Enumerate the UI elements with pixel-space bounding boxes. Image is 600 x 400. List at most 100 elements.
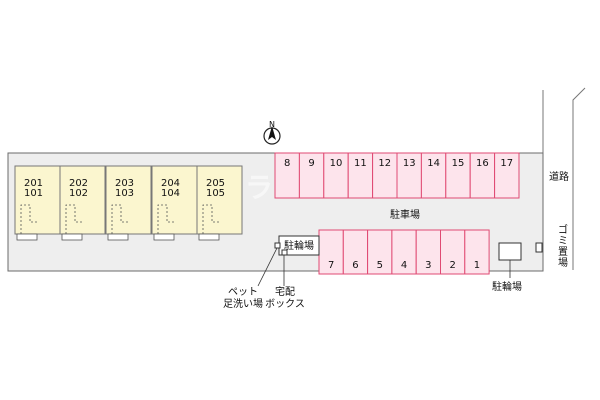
unit-stair-outline	[202, 204, 221, 234]
unit-number-upper: 202	[69, 178, 88, 189]
parking-space-3: 3	[415, 229, 442, 275]
parking-space-number: 2	[449, 260, 455, 271]
parking-space-number: 7	[328, 260, 334, 271]
unit-stair-outline	[157, 204, 176, 234]
parking-space-number: 10	[330, 158, 343, 169]
parking-space-box	[323, 152, 349, 199]
bicycle-parking-right	[498, 242, 522, 261]
unit-entrance	[198, 233, 220, 241]
parking-space-13: 13	[396, 152, 422, 199]
unit-number-upper: 204	[161, 178, 180, 189]
parking-space-number: 1	[474, 260, 480, 271]
garbage-area-label: ゴミ置場	[558, 223, 568, 269]
parking-space-4: 4	[391, 229, 417, 275]
unit-stair-outline	[111, 204, 130, 234]
parking-space-number: 17	[500, 158, 513, 169]
unit-entrance	[107, 233, 129, 241]
parking-space-8: 8	[274, 152, 300, 199]
pet-footwash-label-line1: ペット	[228, 287, 258, 298]
parking-space-box	[469, 152, 496, 199]
parking-space-box	[372, 152, 398, 199]
parking-space-number: 14	[427, 158, 440, 169]
unit-number-upper: 203	[115, 178, 134, 189]
parking-space-12: 12	[372, 152, 398, 199]
parking-space-10: 10	[323, 152, 349, 199]
unit-number-lower: 103	[115, 188, 134, 199]
parking-space-11: 11	[347, 152, 374, 199]
unit-number-lower: 104	[161, 188, 180, 199]
unit-entrance	[16, 233, 38, 241]
parking-space-number: 13	[403, 158, 416, 169]
parking-space-box	[415, 229, 442, 275]
parking-space-5: 5	[367, 229, 393, 275]
pet-footwash-marker	[274, 242, 281, 249]
north-compass-icon: N	[263, 120, 281, 145]
unit-number-lower: 105	[206, 188, 225, 199]
parking-space-2: 2	[440, 229, 466, 275]
parking-space-16: 16	[469, 152, 496, 199]
parking-space-number: 9	[308, 158, 314, 169]
parking-space-14: 14	[420, 152, 447, 199]
parking-space-box	[464, 229, 490, 275]
parking-space-box	[342, 229, 369, 275]
unit-number-lower: 102	[69, 188, 88, 199]
road-label: 道路	[549, 170, 569, 183]
parking-row-top: 8 9 10 11 12 13 14 15 16 17	[274, 152, 520, 199]
unit-stair-outline	[65, 204, 84, 234]
pet-footwash-label-line2: 足洗い場	[223, 297, 263, 310]
parking-space-number: 16	[476, 158, 489, 169]
parking-space-box	[445, 152, 471, 199]
unit-stair-outline	[20, 204, 39, 234]
unit-block	[105, 165, 152, 235]
parking-space-box	[440, 229, 466, 275]
parking-space-box	[298, 152, 325, 199]
unit-block	[14, 165, 61, 235]
unit-block	[151, 165, 198, 235]
parking-space-box	[494, 152, 520, 199]
parking-space-15: 15	[445, 152, 471, 199]
road-edge-right	[572, 87, 586, 270]
unit-number-upper: 205	[206, 178, 225, 189]
parking-space-17: 17	[494, 152, 520, 199]
unit-number-upper: 201	[24, 178, 43, 189]
parking-space-box	[396, 152, 422, 199]
parking-space-number: 8	[284, 158, 290, 169]
parking-space-number: 15	[452, 158, 465, 169]
parking-space-9: 9	[298, 152, 325, 199]
delivery-box-label-line2: ボックス	[265, 298, 305, 310]
unit-number-lower: 101	[24, 188, 43, 199]
parking-space-7: 7	[318, 229, 344, 275]
pet-footwash-leader	[257, 247, 278, 287]
parking-space-number: 11	[354, 158, 367, 169]
parking-space-box	[367, 229, 393, 275]
parking-space-number: 12	[378, 158, 391, 169]
parking-row-bottom: 7 6 5 4 3 2 1	[318, 229, 490, 275]
delivery-box-marker	[281, 249, 288, 256]
compass-letter: N	[269, 120, 275, 129]
parking-label: 駐車場	[390, 208, 420, 221]
parking-space-number: 4	[401, 260, 407, 271]
parking-space-1: 1	[464, 229, 490, 275]
unit-block	[59, 165, 106, 235]
unit-entrance	[153, 233, 175, 241]
unit-entrance	[61, 233, 83, 241]
garbage-area-marker	[535, 242, 543, 253]
bicycle-parking-center-label: 駐輪場	[284, 239, 314, 252]
bicycle-parking-right-label: 駐輪場	[492, 280, 522, 293]
parking-space-box	[274, 152, 300, 199]
parking-space-number: 3	[425, 260, 431, 271]
delivery-box-label-line1: 宅配	[275, 285, 295, 298]
parking-space-number: 5	[377, 260, 383, 271]
parking-space-number: 6	[352, 260, 358, 271]
parking-space-6: 6	[342, 229, 369, 275]
unit-block	[196, 165, 243, 235]
parking-space-box	[347, 152, 374, 199]
